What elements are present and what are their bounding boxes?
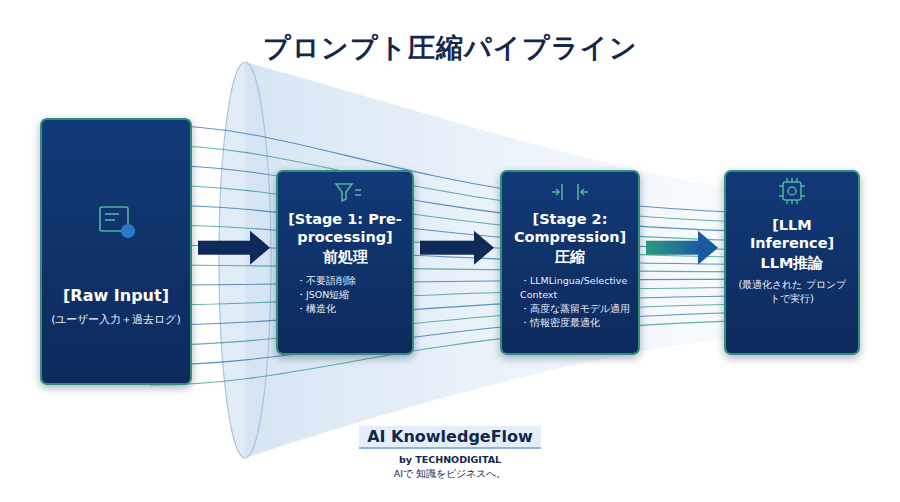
flow-arrow [198, 231, 270, 265]
chip-icon [779, 178, 805, 204]
box-text: ・不要語削除 [296, 274, 356, 288]
process-box: [Raw Input] (ユーザー入力＋過去ログ) [40, 118, 192, 385]
box-text: ・高度な蒸留モデル適用 [520, 302, 630, 316]
flow-arrow [646, 231, 718, 265]
process-box: [Stage 1: Pre-processing] 前処理・不要語削除・JSON短… [276, 170, 414, 355]
box-text: (最適化された プロンプトで実行) [726, 278, 858, 306]
brand-footer: AI KnowledgeFlow by TECHNODIGITAL AIで 知識をビ… [0, 426, 900, 481]
flow-arrow [420, 231, 494, 265]
box-text: ・LLMLingua/Selective Context [520, 274, 632, 302]
footer-line: by TECHNODIGITAL [0, 454, 900, 465]
box-text: 前処理 [317, 248, 374, 266]
box-heading: [Raw Input] [57, 286, 175, 306]
stream-lines [150, 125, 860, 385]
funnel-mouth [219, 62, 271, 458]
box-text: (ユーザー入力＋過去ログ) [45, 312, 187, 327]
brand-note: by TECHNODIGITAL [399, 454, 501, 465]
brand-note: AIで 知識をビジネスへ。 [394, 468, 506, 479]
box-heading: [Stage 1: Pre-processing] [278, 210, 412, 246]
compress-icon [552, 184, 588, 200]
diagram-title: プロンプト圧縮パイプライン [0, 30, 900, 66]
box-text: 圧縮 [549, 248, 591, 266]
box-text: ・JSON短縮 [296, 288, 349, 302]
footer-line: AIで 知識をビジネスへ。 [0, 468, 900, 481]
brand-name: AI KnowledgeFlow [359, 426, 541, 449]
process-box: [Stage 2: Compression] 圧縮・LLMLingua/Selec… [500, 170, 640, 355]
process-box: [LLM Inference] LLM推論 (最適化された プロンプトで実行) [724, 170, 860, 355]
box-text: ・情報密度最適化 [520, 316, 600, 330]
footer-line: AI KnowledgeFlow [0, 426, 900, 449]
box-heading: [Stage 2: Compression] [502, 210, 638, 246]
box-text: ・構造化 [296, 302, 336, 316]
box-text: LLM推論 [755, 254, 830, 272]
box-heading: [LLM Inference] [726, 216, 858, 252]
filter-icon [336, 184, 361, 201]
funnel-cone [245, 62, 735, 458]
document-icon [100, 207, 135, 238]
